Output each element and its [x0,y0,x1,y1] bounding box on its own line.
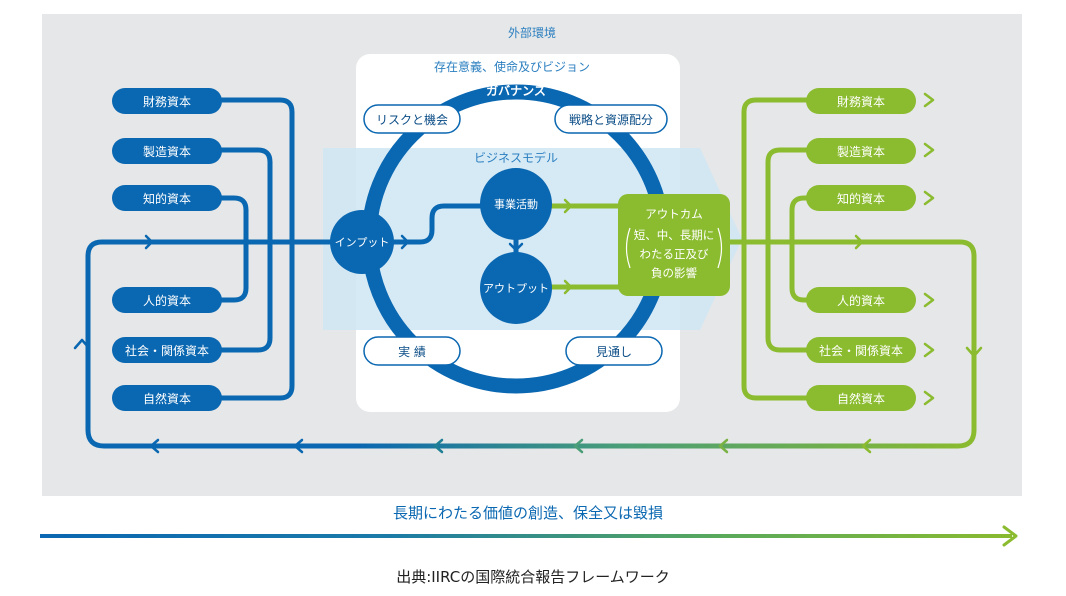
input-capital-label: 自然資本 [143,391,191,406]
output-capital-label: 自然資本 [837,391,885,406]
outcome-line: 短、中、長期に [634,228,715,242]
output-capitals: 財務資本 製造資本 知的資本 人的資本 社会・関係資本 自然資本 [806,88,916,411]
inputs-label: インプット [335,236,390,249]
outputs-circle [480,252,552,324]
inputs-circle [330,210,394,274]
performance-label: 実 績 [398,344,426,359]
return-loop [85,427,977,449]
strategy-allocation-pill [554,104,668,134]
return-loop-arrows [149,438,872,454]
risks-opportunities-label: リスクと機会 [376,112,448,127]
value-creation-diagram: 外部環境 存在意義、使命及びビジョン ガバナンス ビジネスモデル リスクと機会 … [40,14,1022,547]
input-capital-label: 財務資本 [143,94,191,109]
output-capital-pill [806,185,916,211]
output-capital-label: 製造資本 [837,145,885,159]
outcome-line: わたる正及び [640,247,709,261]
outcome-box [618,194,730,296]
output-capital-pill [806,337,916,363]
input-capital-pill [112,88,222,114]
output-capital-pill [806,385,916,411]
purpose-label: 存在意義、使命及びビジョン [434,59,590,74]
input-capital-pill [112,385,222,411]
value-creation-arrowhead [1002,525,1018,547]
input-connectors [73,97,524,433]
input-capital-label: 人的資本 [143,293,191,308]
input-capital-label: 社会・関係資本 [125,343,209,358]
input-capital-pill [112,185,222,211]
input-capital-pill [112,337,222,363]
output-capital-label: 知的資本 [837,191,885,206]
business-activities-label: 事業活動 [494,197,538,211]
output-capital-label: 財務資本 [837,94,885,109]
output-capital-pill [806,88,916,114]
business-activities-circle [480,168,552,240]
input-capital-label: 知的資本 [143,191,191,206]
output-capital-label: 社会・関係資本 [819,343,903,358]
external-environment-label: 外部環境 [508,25,556,40]
outcome-bracket-right [717,227,723,269]
value-creation-label: 長期にわたる価値の創造、保全又は毀損 [393,504,663,522]
outcome-title: アウトカム [645,207,703,221]
strategy-allocation-label: 戦略と資源配分 [569,112,653,127]
input-capitals: 財務資本 製造資本 知的資本 人的資本 社会・関係資本 自然資本 [112,88,222,411]
output-capital-label: 人的資本 [837,293,885,308]
output-connectors [545,92,983,433]
outlook-pill [565,336,663,366]
risks-opportunities-pill [363,104,461,134]
outlook-label: 見通し [596,345,632,359]
outcome-line: 負の影響 [651,266,697,280]
business-model-label: ビジネスモデル [474,150,558,165]
outputs-label: アウトプット [483,282,549,295]
performance-pill [363,336,461,366]
governance-label: ガバナンス [486,83,546,98]
input-capital-pill [112,287,222,313]
output-capital-pill [806,287,916,313]
input-capital-pill [112,138,222,164]
input-capital-label: 製造資本 [143,145,191,159]
output-capital-pill [806,138,916,164]
outcome-bracket-left [625,227,631,269]
source-caption: 出典:IIRCの国際統合報告フレームワーク [396,568,670,586]
